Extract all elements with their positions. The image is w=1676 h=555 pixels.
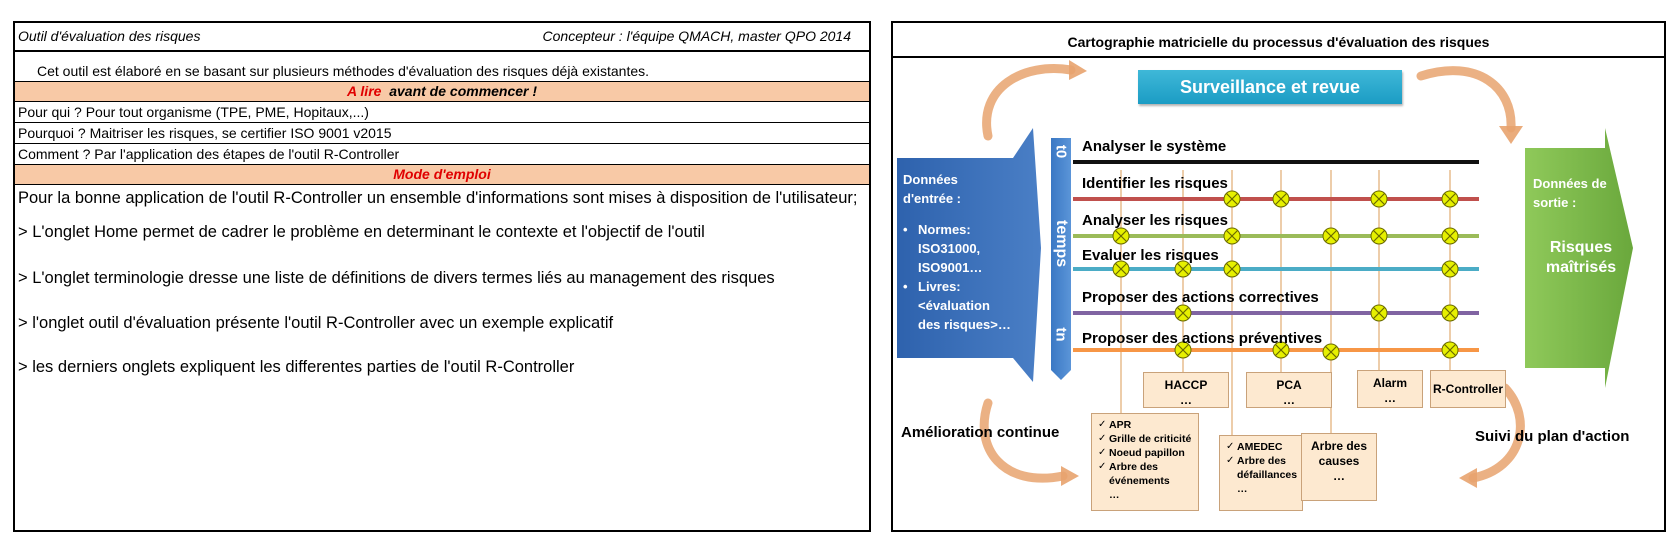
- input-item: ISO9001…: [918, 260, 983, 275]
- marker-cross: [1325, 346, 1337, 358]
- output-title: Données de: [1533, 176, 1607, 191]
- row-why: Pourquoi ? Maitriser les risques, se cer…: [15, 123, 869, 144]
- tool-list-item: Grille de criticité: [1098, 432, 1194, 446]
- tool-list-item: AMEDEC: [1226, 440, 1298, 454]
- row-how: Comment ? Par l'application des étapes d…: [15, 144, 869, 165]
- marker-cross: [1226, 263, 1238, 275]
- diagram-title: Cartographie matricielle du processus d'…: [891, 21, 1666, 56]
- loop-arrow-heads: [1061, 60, 1523, 488]
- marker-cross: [1373, 230, 1385, 242]
- marker-cross: [1444, 263, 1456, 275]
- input-item: ISO31000,: [918, 241, 981, 256]
- tool-haccp: HACCP …: [1143, 372, 1229, 408]
- time-tn: tn: [1052, 327, 1070, 342]
- guide-line: > l'onglet outil d'évaluation présente l…: [18, 314, 614, 332]
- marker-cross: [1177, 307, 1189, 319]
- tool-list-item: Noeud papillon: [1098, 446, 1194, 460]
- guide-line: > les derniers onglets expliquent les di…: [18, 358, 575, 376]
- tool-rcontroller: R-Controller: [1430, 370, 1506, 408]
- input-data-text: Données d'entrée : Normes: ISO31000, ISO…: [903, 170, 1011, 334]
- marker-cross: [1444, 193, 1456, 205]
- output-data-title: Données de sortie :: [1533, 174, 1607, 212]
- step-label: Analyser les risques: [1082, 212, 1228, 229]
- time-temps: temps: [1053, 220, 1070, 268]
- loop-arrow-bottom-left: [979, 398, 1068, 483]
- time-t0: t0: [1052, 144, 1070, 159]
- input-item: Livres:: [903, 277, 1011, 296]
- marker-cross: [1226, 193, 1238, 205]
- row-for-whom: Pour qui ? Pour tout organisme (TPE, PME…: [15, 102, 869, 123]
- user-guide-band: Mode d'emploi: [15, 164, 869, 185]
- tool-list-item: Arbre des: [1226, 454, 1298, 468]
- loop-arrow-bottom-right: [1468, 383, 1525, 483]
- guide-line: > L'onglet terminologie dresse une liste…: [18, 269, 775, 287]
- marker-cross: [1373, 193, 1385, 205]
- marker-cross: [1115, 230, 1127, 242]
- tool-list-item: Arbre des: [1098, 460, 1194, 474]
- info-sheet: Outil d'évaluation des risques Concepteu…: [13, 21, 871, 532]
- marker-cross: [1444, 344, 1456, 356]
- output-title: sortie :: [1533, 195, 1577, 210]
- tool-list-item: APR: [1098, 418, 1194, 432]
- input-item: <évaluation: [918, 298, 990, 313]
- read-first-band: A lire avant de commencer !: [15, 81, 869, 102]
- loop-arrow-top-left: [982, 64, 1076, 141]
- input-title: d'entrée :: [903, 191, 961, 206]
- read-first-rest: avant de commencer !: [389, 83, 538, 99]
- step-label: Proposer des actions correctives: [1082, 289, 1319, 306]
- marker-cross: [1226, 230, 1238, 242]
- suivi-label: Suivi du plan d'action: [1475, 428, 1630, 445]
- tool-list-1: APR Grille de criticité Noeud papillon A…: [1091, 413, 1199, 511]
- input-title: Données: [903, 172, 958, 187]
- output-main-line: Risques: [1549, 239, 1613, 256]
- input-item: Normes:: [903, 220, 1011, 239]
- step-label: Analyser le système: [1082, 138, 1227, 155]
- marker-cross: [1275, 344, 1287, 356]
- output-arrow: [1525, 128, 1633, 388]
- marker-cross: [1177, 344, 1189, 356]
- input-item: des risques>…: [918, 317, 1011, 332]
- marker-cross: [1177, 263, 1189, 275]
- input-arrow: [897, 128, 1041, 382]
- sheet-header: Outil d'évaluation des risques Concepteu…: [15, 23, 869, 52]
- output-main: Risques maîtrisés: [1541, 238, 1621, 278]
- tool-causes-tree: Arbre des causes …: [1301, 433, 1377, 501]
- marker-cross: [1444, 230, 1456, 242]
- marker-cross: [1275, 193, 1287, 205]
- guide-line: > L'onglet Home permet de cadrer le prob…: [18, 223, 705, 241]
- amelioration-label: Amélioration continue: [901, 424, 1060, 441]
- risk-process-diagram: Surveillance et revue t0 temps tn Donnée…: [891, 56, 1666, 532]
- step-label: Evaluer les risques: [1082, 247, 1219, 264]
- diagram-graphics: [897, 60, 1633, 488]
- read-first-red: A lire: [346, 83, 382, 99]
- surveillance-box: Surveillance et revue: [1138, 70, 1402, 104]
- guide-line: Pour la bonne application de l'outil R-C…: [18, 189, 858, 207]
- input-list: Normes: ISO31000, ISO9001… Livres: <éval…: [903, 220, 1011, 334]
- marker-cross: [1373, 307, 1385, 319]
- step-label: Identifier les risques: [1082, 175, 1228, 192]
- loop-arrow-top-right: [1416, 66, 1516, 133]
- sheet-intro: Cet outil est élaboré en se basant sur p…: [37, 63, 650, 79]
- tool-list-item: événements: [1109, 475, 1170, 487]
- time-arrow: [1051, 138, 1071, 380]
- sheet-title: Outil d'évaluation des risques: [18, 28, 201, 44]
- marker-cross: [1115, 263, 1127, 275]
- tool-pca: PCA …: [1246, 372, 1332, 408]
- output-main-line: maîtrisés: [1545, 259, 1617, 276]
- marker-cross: [1325, 230, 1337, 242]
- loop-arrows: [979, 64, 1525, 483]
- tool-list-2: AMEDEC Arbre des défaillances …: [1219, 435, 1303, 511]
- sheet-author: Concepteur : l'équipe QMACH, master QPO …: [542, 28, 851, 44]
- tool-alarm: Alarm …: [1357, 370, 1423, 408]
- tool-list-item: défaillances: [1237, 469, 1298, 481]
- step-label: Proposer des actions préventives: [1082, 330, 1323, 347]
- marker-cross: [1444, 307, 1456, 319]
